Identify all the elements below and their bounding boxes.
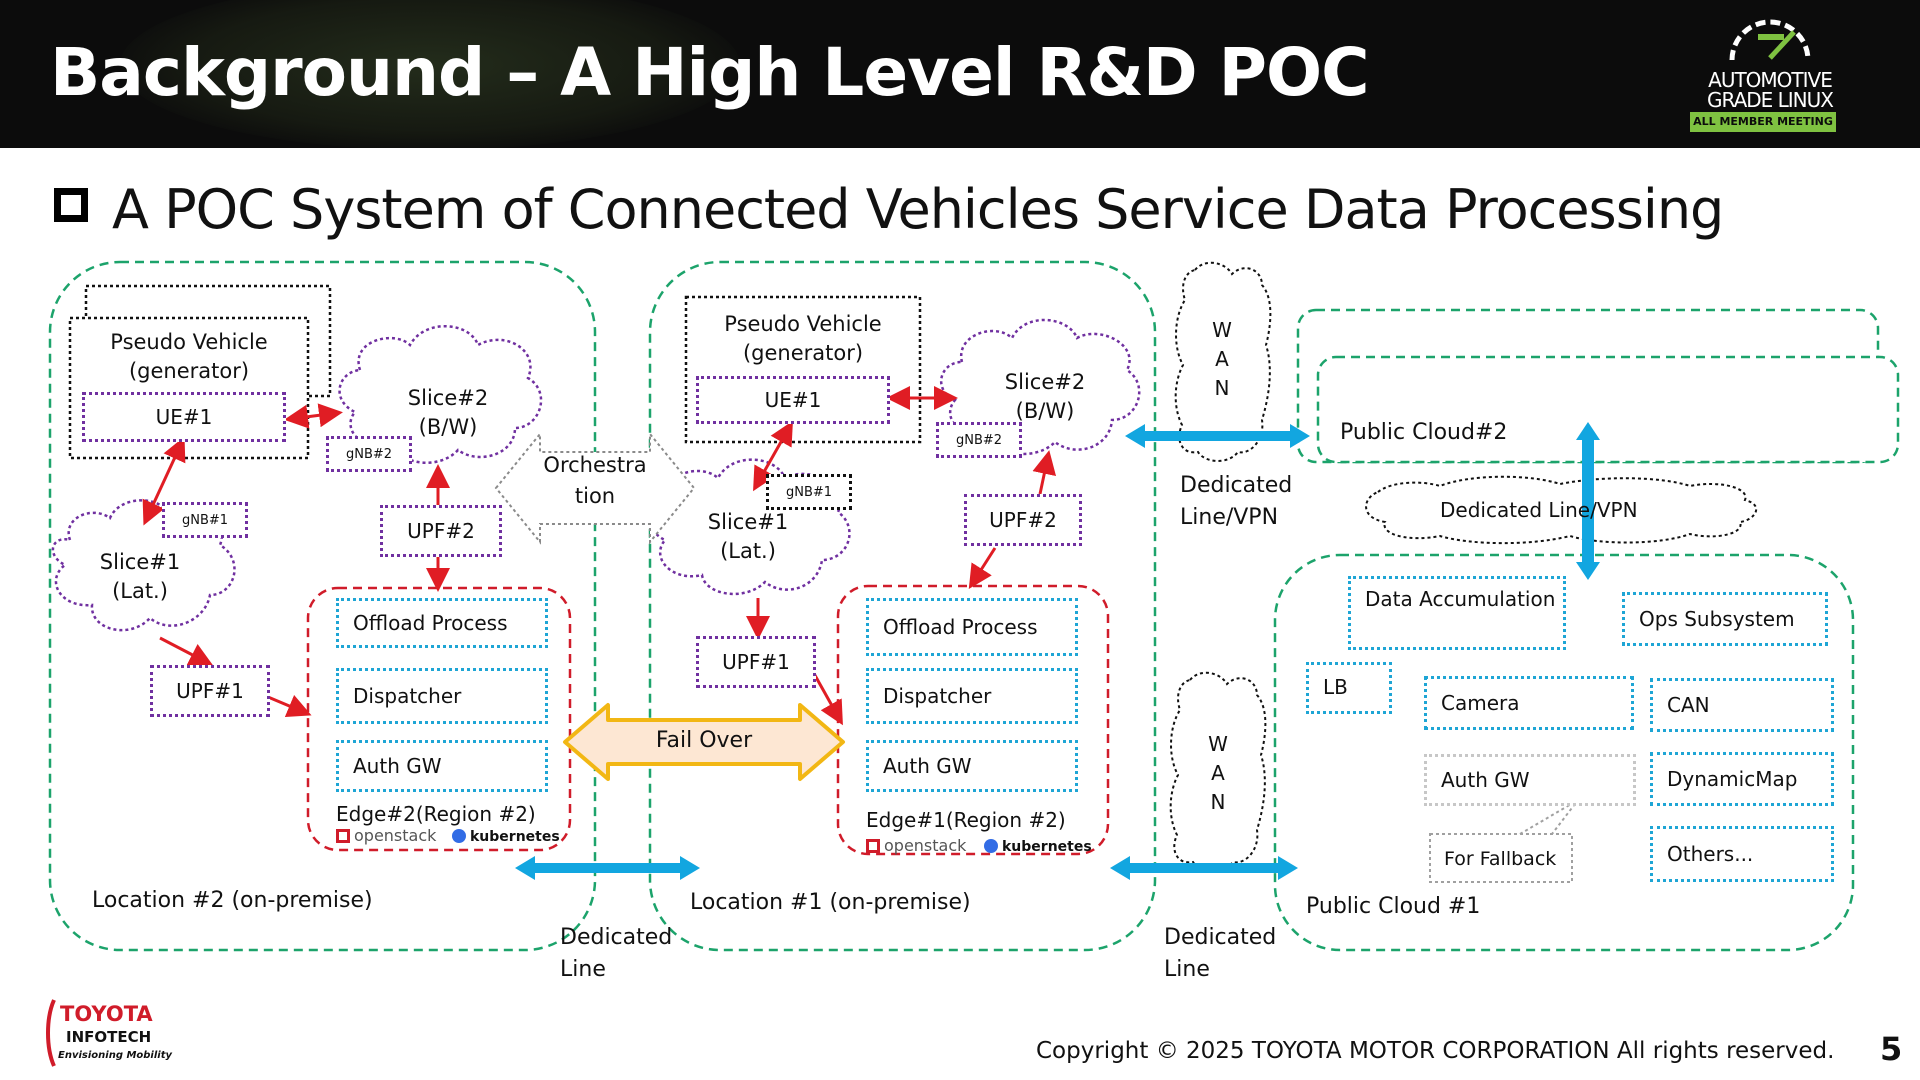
arrow-slice1-upf1-left — [159, 636, 214, 666]
upf2-box-right: UPF#2 — [964, 494, 1082, 546]
openstack-logo-left: openstack — [336, 826, 436, 845]
dynamicmap-box: DynamicMap — [1650, 752, 1834, 806]
slice2-cloud-right — [939, 318, 1141, 456]
dedicated-line-label-right: Dedicated Line — [1164, 925, 1277, 982]
kubernetes-logo-left: kubernetes — [452, 829, 560, 845]
arrow-upf1-edge-left — [267, 694, 312, 718]
failover-label: Fail Over — [655, 728, 753, 753]
auth-gw-box-cloud: Auth GW — [1424, 754, 1636, 806]
ue-box-left: UE#1 — [82, 392, 286, 442]
pseudo-vehicle-label-right: Pseudo Vehicle (generator) — [724, 312, 882, 365]
failover-arrow — [563, 703, 845, 781]
dedicated-line-vpn-label: Dedicated Line/VPN — [1180, 473, 1293, 530]
openstack-logo-right: openstack — [866, 836, 966, 855]
location1-label: Location #1 (on-premise) — [690, 890, 971, 915]
fallback-label: For Fallback — [1444, 848, 1557, 870]
edge2-container — [306, 586, 572, 852]
arrow-ue-slice2-left — [284, 403, 343, 429]
cloud-vertical-arrow — [1576, 422, 1600, 580]
dedicated-vpn-arrow-top — [1125, 424, 1310, 448]
wan-cloud-top — [1174, 261, 1272, 462]
camera-box: Camera — [1424, 676, 1634, 730]
arrow-upf2-edge-right — [968, 547, 997, 590]
toyota-infotech-logo: TOYOTA INFOTECH Envisioning Mobility — [44, 996, 174, 1070]
auth-gw-box-left: Auth GW — [336, 740, 548, 792]
slice2-cloud-left — [338, 325, 543, 464]
infotech-logo-text: INFOTECH — [66, 1028, 152, 1046]
header-bar: Background – A High Level R&D POC AUTOMO… — [0, 0, 1920, 148]
wan-top-a: A — [1215, 347, 1229, 371]
dispatcher-box-right: Dispatcher — [866, 668, 1078, 724]
gauge-icon — [1729, 19, 1811, 61]
public-cloud1-container — [1273, 553, 1855, 952]
public-cloud2-container — [1316, 355, 1900, 464]
upf2-box-left: UPF#2 — [380, 505, 502, 557]
arrow-ue-slice1-left — [142, 436, 186, 526]
square-bullet-icon — [54, 188, 88, 222]
arrow-upf2-slice2-right — [1032, 450, 1057, 495]
agl-logo-badge: ALL MEMBER MEETING — [1690, 112, 1836, 132]
openstack-icon — [866, 839, 880, 853]
agl-logo-line1: AUTOMOTIVE — [1708, 68, 1833, 92]
gnb1-box-right: gNB#1 — [766, 474, 852, 510]
location1-container — [648, 260, 1157, 952]
ops-subsystem-box: Ops Subsystem — [1622, 592, 1828, 646]
header-car-watermark — [120, 0, 740, 148]
wan-top-w: W — [1212, 318, 1232, 342]
copyright-text: Copyright © 2025 TOYOTA MOTOR CORPORATIO… — [1036, 1038, 1835, 1064]
others-box: Others... — [1650, 826, 1834, 882]
arrow-ue-slice1-right — [753, 420, 793, 492]
slice1-label-right: Slice#1 (Lat.) — [707, 510, 789, 563]
dedicated-line-label-left: Dedicated Line — [560, 925, 673, 982]
dedicated-line-arrow-left — [515, 856, 700, 880]
upf1-box-left: UPF#1 — [150, 665, 270, 717]
arrow-upf1-edge-right — [810, 669, 843, 726]
wan-top-n: N — [1214, 376, 1230, 400]
slide-title: Background – A High Level R&D POC — [50, 34, 1370, 111]
wan-bottom-w: W — [1208, 732, 1228, 756]
orchestration-arrow — [494, 431, 696, 545]
location2-label: Location #2 (on-premise) — [92, 888, 373, 913]
agl-logo: AUTOMOTIVE GRADE LINUX ALL MEMBER MEETIN… — [1686, 8, 1854, 138]
edge1-label: Edge#1(Region #2) — [866, 808, 1066, 832]
public-cloud1-label: Public Cloud #1 — [1306, 894, 1481, 919]
dedicated-line-arrow-right — [1110, 856, 1298, 880]
kubernetes-icon — [984, 839, 998, 853]
auth-gw-box-right: Auth GW — [866, 740, 1078, 792]
public-cloud2-label: Public Cloud#2 — [1340, 420, 1508, 445]
wan-cloud-bottom — [1169, 671, 1267, 872]
kubernetes-icon — [452, 829, 466, 843]
wan-bottom-a: A — [1211, 761, 1225, 785]
location2-container — [48, 260, 597, 952]
kubernetes-logo-right: kubernetes — [984, 839, 1092, 855]
offload-process-box-left: Offload Process — [336, 598, 548, 648]
offload-process-box-right: Offload Process — [866, 598, 1078, 656]
page-number: 5 — [1880, 1030, 1903, 1068]
slice2-label-left: Slice#2 (B/W) — [407, 386, 489, 439]
wan-bottom-n: N — [1210, 790, 1226, 814]
slice2-label-right: Slice#2 (B/W) — [1004, 370, 1086, 423]
data-accumulation-box: Data Accumulation — [1348, 576, 1566, 650]
toyota-swoosh-icon — [46, 999, 56, 1067]
dispatcher-box-left: Dispatcher — [336, 668, 548, 724]
orchestration-label: Orchestra tion — [543, 453, 647, 508]
edge2-label: Edge#2(Region #2) — [336, 802, 536, 826]
openstack-icon — [336, 829, 350, 843]
gnb2-box-left: gNB#2 — [326, 436, 412, 472]
pseudo-vehicle-label-left: Pseudo Vehicle (generator) — [110, 330, 268, 383]
gnb1-box-left: gNB#1 — [162, 502, 248, 538]
gnb2-box-right: gNB#2 — [936, 422, 1022, 458]
agl-logo-line2: GRADE LINUX — [1706, 88, 1834, 112]
dedicated-line-vpn-cloud-label: Dedicated Line/VPN — [1440, 498, 1638, 522]
toyota-logo-text: TOYOTA — [60, 1002, 153, 1026]
envisioning-mobility-text: Envisioning Mobility — [58, 1050, 173, 1061]
slice1-label-left: Slice#1 (Lat.) — [99, 550, 181, 603]
lb-box: LB — [1306, 662, 1392, 714]
subtitle: A POC System of Connected Vehicles Servi… — [112, 178, 1724, 241]
can-box: CAN — [1650, 678, 1834, 732]
ue-box-right: UE#1 — [696, 376, 890, 424]
dedicated-vpn-cloud — [1365, 475, 1758, 545]
upf1-box-right: UPF#1 — [696, 636, 816, 688]
